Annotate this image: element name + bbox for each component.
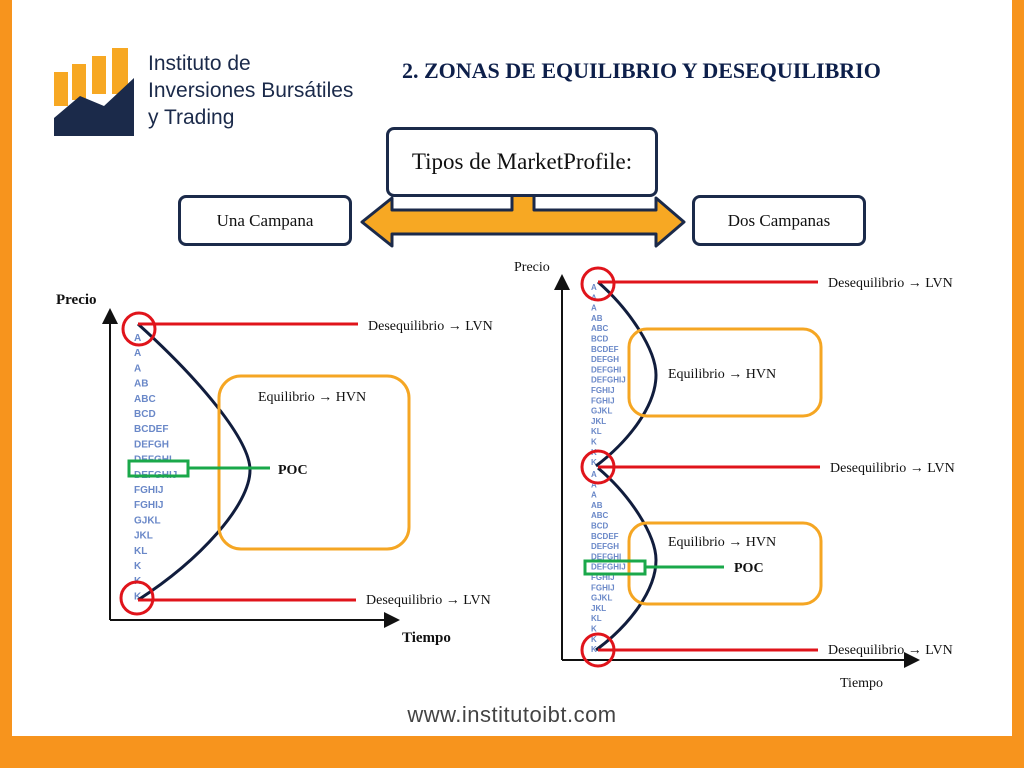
left-x-axis-label: Tiempo <box>402 630 451 646</box>
left-chart: Precio Tiempo AAAABABCBCDBCDEFDEFGHDEFGH… <box>56 292 493 646</box>
tpo-letter: K <box>134 561 142 572</box>
right-tpo-upper-letters: AAAABABCBCDBCDEFDEFGHDEFGHIDEFGHIJFGHIJF… <box>591 283 626 467</box>
left-profile-curve <box>136 322 252 602</box>
left-poc-label: POC <box>278 463 308 478</box>
logo-line-2: Inversiones Bursátiles <box>148 79 354 102</box>
tpo-letter: BCD <box>591 335 609 344</box>
tpo-letter: A <box>591 304 597 313</box>
footer-url: www.institutoibt.com <box>407 702 617 727</box>
slide-title: 2. ZONAS DE EQUILIBRIO Y DESEQUILIBRIO <box>402 58 881 83</box>
right-bottom-lvn-circle <box>580 632 616 668</box>
right-lower-equilibrium-label: Equilibrio → HVN <box>668 535 776 550</box>
logo-line-3: y Trading <box>148 106 235 129</box>
tpo-letter: A <box>591 283 597 292</box>
tpo-letter: KL <box>591 614 602 623</box>
right-chart: Precio Tiempo AAAABABCBCDBCDEFDEFGHDEFGH… <box>514 260 955 691</box>
right-upper-equilibrium-zone <box>627 327 823 418</box>
tpo-letter: FGHIJ <box>591 573 615 582</box>
tpo-letter: K <box>591 438 597 447</box>
tpo-letter: FGHIJ <box>134 485 163 496</box>
right-lower-profile-curve <box>595 466 658 652</box>
left-bottom-lvn-circle <box>119 580 155 616</box>
tpo-letter: A <box>134 363 141 374</box>
tpo-letter: AB <box>591 501 603 510</box>
one-bell-box: Una Campana <box>178 195 352 246</box>
left-equilibrium-label: Equilibrio → HVN <box>258 390 366 405</box>
tpo-letter: DEFGHI <box>591 552 621 561</box>
tpo-letter: K <box>591 458 597 467</box>
tpo-letter: DEFGH <box>591 542 619 551</box>
right-x-axis-label: Tiempo <box>840 676 883 691</box>
tpo-letter: A <box>134 333 141 344</box>
tpo-letter: AB <box>134 379 148 390</box>
right-lower-equilibrium-zone <box>627 521 823 606</box>
two-bells-box: Dos Campanas <box>692 195 866 246</box>
tpo-letter: JKL <box>591 604 606 613</box>
tpo-letter: BCDEF <box>591 532 619 541</box>
right-upper-profile-curve <box>595 280 658 468</box>
tpo-letter: A <box>591 480 597 489</box>
tpo-letter: DEFGH <box>134 439 169 450</box>
tpo-letter: BCD <box>134 409 156 420</box>
tpo-letter: A <box>591 470 597 479</box>
tpo-letter: BCD <box>591 522 609 531</box>
tpo-letter: K <box>591 645 597 654</box>
double-arrow-connector <box>360 190 686 248</box>
right-poc-label: POC <box>734 561 764 576</box>
tpo-letter: ABC <box>591 511 609 520</box>
tpo-letter: FGHIJ <box>591 583 615 592</box>
tpo-letter: AB <box>591 314 603 323</box>
tpo-letter: GJKL <box>591 407 612 416</box>
tpo-letter: KL <box>591 427 602 436</box>
tpo-letter: K <box>591 635 597 644</box>
tpo-letter: A <box>591 293 597 302</box>
tpo-letter: GJKL <box>591 594 612 603</box>
left-top-lvn-label: Desequilibrio → LVN <box>368 319 493 334</box>
tpo-letter: ABC <box>591 324 609 333</box>
tpo-letter: FGHIJ <box>591 386 615 395</box>
tpo-letter: FGHIJ <box>134 500 163 511</box>
tpo-letter: BCDEF <box>134 424 168 435</box>
left-y-axis-label: Precio <box>56 292 97 308</box>
tpo-letter: BCDEF <box>591 345 619 354</box>
market-profile-types-box: Tipos de MarketProfile: <box>386 127 658 197</box>
tpo-letter: DEFGH <box>591 355 619 364</box>
tpo-letter: JKL <box>134 531 153 542</box>
tpo-letter: A <box>591 491 597 500</box>
frame-right-border <box>1012 0 1024 736</box>
right-top-lvn-circle <box>580 266 616 302</box>
left-bottom-lvn-label: Desequilibrio → LVN <box>366 593 491 608</box>
right-y-axis-label: Precio <box>514 260 550 275</box>
tpo-letter: ABC <box>134 394 156 405</box>
tpo-letter: GJKL <box>134 515 161 526</box>
right-tpo-lower-letters: AAAABABCBCDBCDEFDEFGHDEFGHIDEFGHIJFGHIJF… <box>591 470 626 654</box>
right-middle-lvn-circle <box>580 449 616 485</box>
right-upper-equilibrium-label: Equilibrio → HVN <box>668 367 776 382</box>
tpo-letter: JKL <box>591 417 606 426</box>
right-bottom-lvn-label: Desequilibrio → LVN <box>828 643 953 658</box>
tpo-letter: DEFGHIJ <box>591 563 626 572</box>
right-top-lvn-label: Desequilibrio → LVN <box>828 276 953 291</box>
tpo-letter: A <box>134 348 141 359</box>
left-equilibrium-zone <box>217 374 411 551</box>
frame-left-border <box>0 0 12 736</box>
frame-bottom-bar <box>0 736 1024 768</box>
tpo-letter: K <box>134 591 142 602</box>
tpo-letter: DEFGHI <box>591 365 621 374</box>
tpo-letter: DEFGHIJ <box>591 376 626 385</box>
tpo-letter: FGHIJ <box>591 396 615 405</box>
right-middle-lvn-label: Desequilibrio → LVN <box>830 461 955 476</box>
left-top-lvn-circle <box>121 311 157 347</box>
left-tpo-letters: AAAABABCBCDBCDEFDEFGHDEFGHIDEFGHIJFGHIJF… <box>134 333 177 602</box>
logo-line-1: Instituto de <box>148 52 251 75</box>
bar-chart-logo-icon <box>54 48 134 136</box>
tpo-letter: KL <box>134 546 147 557</box>
tpo-letter: K <box>591 625 597 634</box>
logo-wordmark: Instituto de Inversiones Bursátiles y Tr… <box>148 50 353 131</box>
